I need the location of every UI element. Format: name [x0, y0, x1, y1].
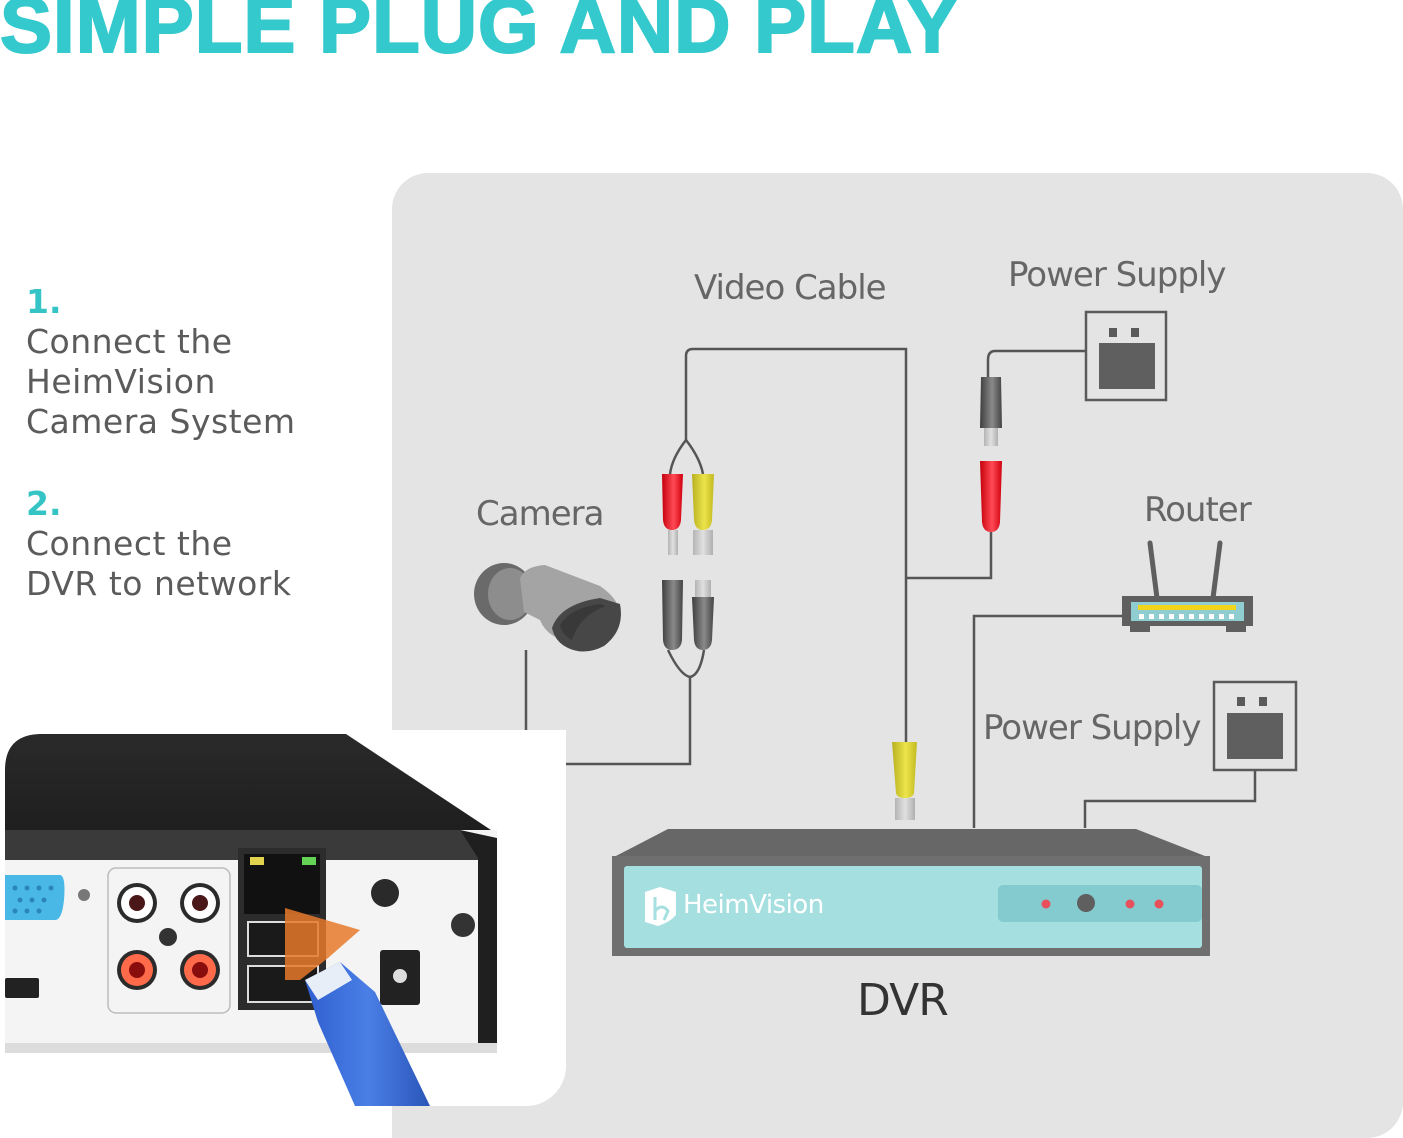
power-join-wire	[906, 532, 993, 580]
power-port	[371, 879, 475, 1005]
dvr-led	[1125, 899, 1135, 909]
step-text: Connect the DVR to network	[26, 524, 292, 603]
dvr-rear-illustration	[5, 734, 497, 1106]
step-1: 1. Connect the HeimVision Camera System	[26, 282, 296, 442]
power-wire-bottom	[1083, 771, 1257, 828]
power-supply-icon-top	[1084, 310, 1168, 402]
power-plug-black	[980, 377, 1002, 446]
camera-icon	[474, 563, 621, 652]
video-split-bottom	[666, 649, 706, 679]
power-supply-top-label: Power Supply	[1008, 255, 1226, 295]
dvr-label: DVR	[857, 975, 949, 1026]
video-split-top	[668, 439, 705, 475]
router-leds	[1139, 614, 1234, 619]
wires	[524, 347, 1257, 828]
power-supply-icon-bottom	[1212, 680, 1298, 772]
dvr-led	[1041, 899, 1051, 909]
camera-label: Camera	[476, 494, 604, 534]
audio-in-ports	[107, 867, 231, 1014]
page-title: SIMPLE PLUG AND PLAY	[0, 0, 960, 69]
rca-connector-red-top	[662, 474, 683, 555]
dvr-rear-photo	[0, 730, 566, 1106]
power-plug-red	[980, 461, 1002, 532]
hdmi-port	[5, 978, 39, 998]
router-label: Router	[1144, 490, 1252, 530]
dvr-icon	[612, 829, 1210, 956]
video-cable-wire	[684, 347, 908, 742]
dvr-brand-text: HeimVision	[683, 890, 824, 920]
router-icon	[1122, 540, 1253, 632]
dvr-power-button	[1077, 894, 1095, 912]
router-wire	[972, 614, 1124, 828]
power-supply-bottom-label: Power Supply	[983, 708, 1201, 748]
ethernet-cable	[305, 962, 430, 1106]
steps-list: 1. Connect the HeimVision Camera System …	[26, 282, 296, 646]
bnc-connector-yellow-top	[692, 474, 714, 555]
video-cable-label: Video Cable	[694, 268, 887, 308]
connector-black-right	[692, 580, 714, 650]
step-number: 1.	[26, 282, 62, 321]
bnc-connector-yellow-dvr	[892, 742, 917, 820]
connector-black-left	[662, 580, 683, 650]
step-2: 2. Connect the DVR to network	[26, 484, 296, 604]
vga-port	[5, 875, 90, 920]
dvr-led	[1154, 899, 1164, 909]
camera-to-splitter-wire	[566, 677, 692, 766]
step-text: Connect the HeimVision Camera System	[26, 322, 296, 441]
insert-arrow-icon	[285, 908, 360, 980]
step-number: 2.	[26, 484, 62, 523]
power-wire-top	[986, 349, 1086, 380]
